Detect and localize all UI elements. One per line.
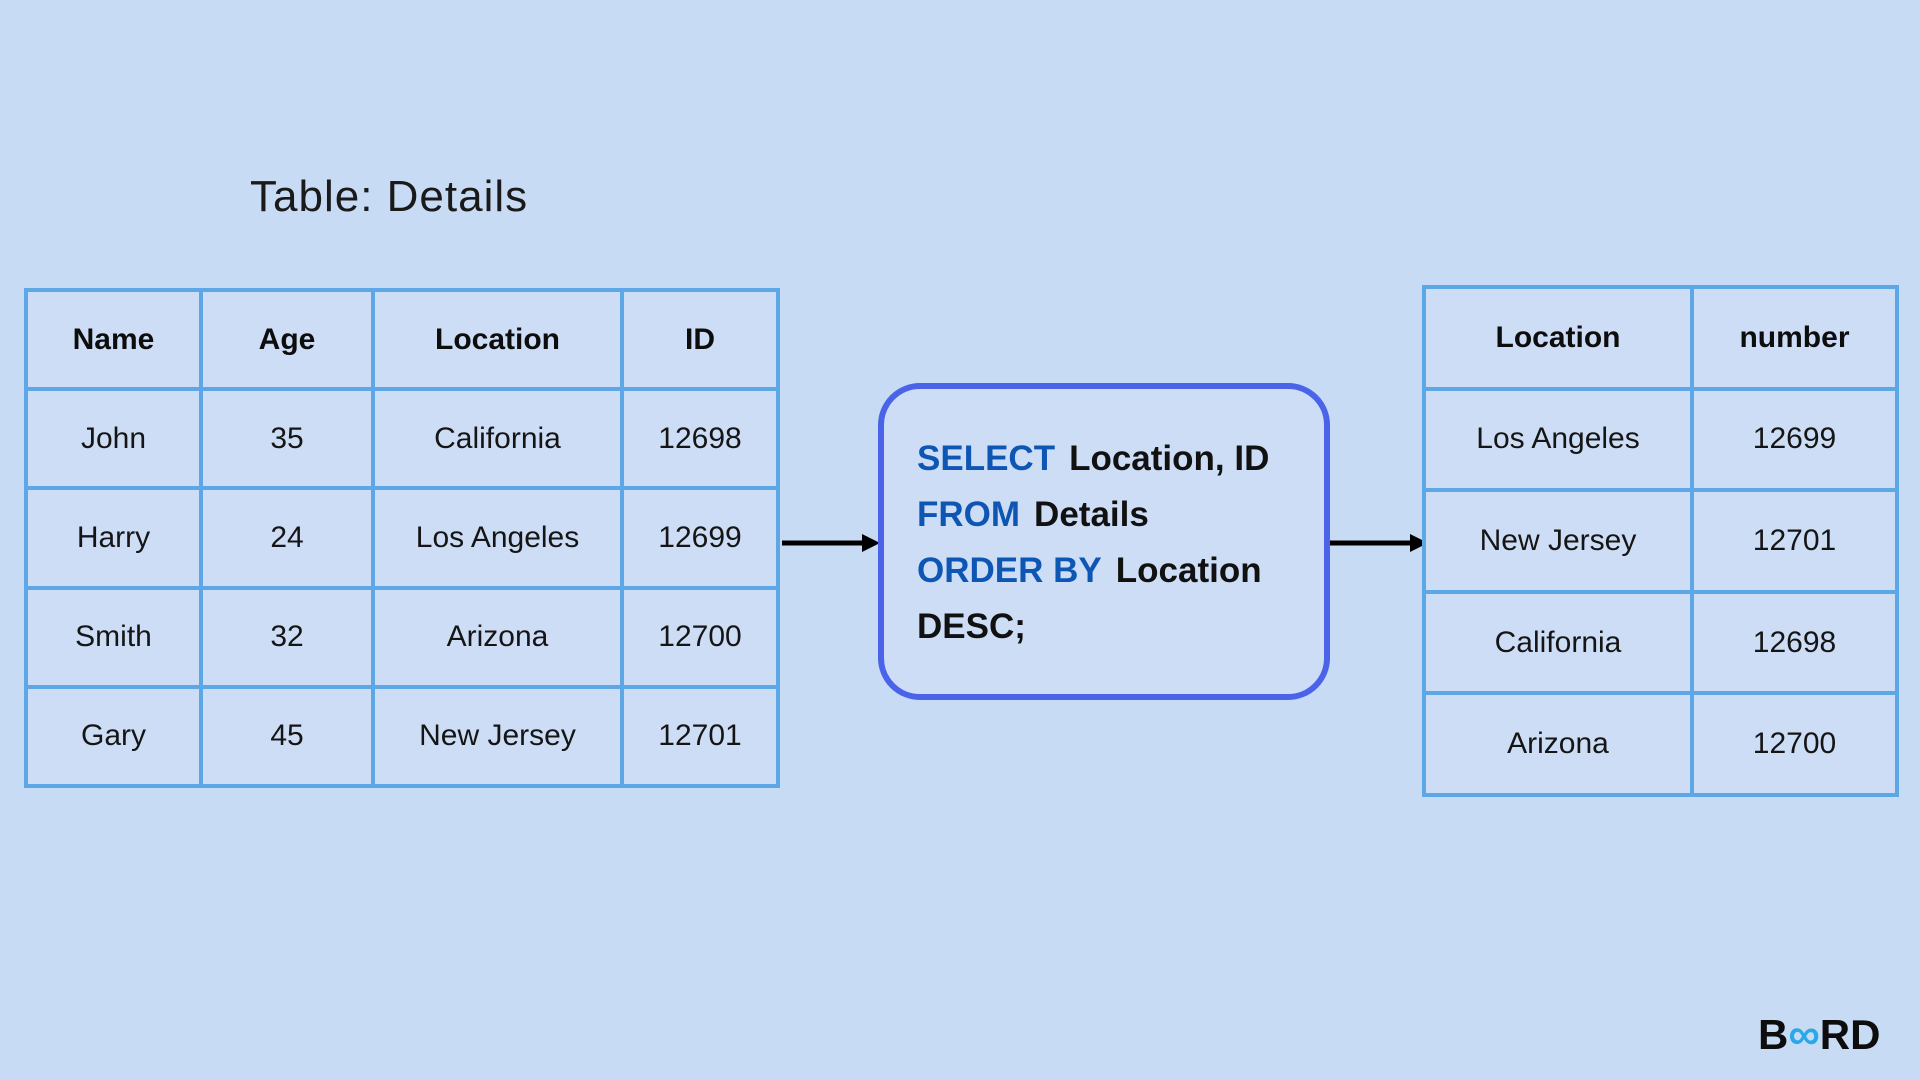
table-row: Gary 45 New Jersey 12701 — [24, 684, 780, 789]
cell-age: 32 — [199, 585, 375, 689]
cell-id: 12700 — [620, 585, 780, 689]
board-logo: B∞RD — [1758, 1010, 1880, 1060]
result-header-number: number — [1690, 285, 1899, 391]
cell-location: Arizona — [371, 585, 624, 689]
cell-name: John — [24, 387, 203, 491]
source-header-location: Location — [371, 287, 624, 392]
cell-location: New Jersey — [371, 684, 624, 789]
result-table: Location number Los Angeles 12699 New Je… — [1422, 285, 1899, 797]
cell-id: 12701 — [620, 684, 780, 789]
cell-name: Harry — [24, 486, 203, 590]
source-header-id: ID — [620, 287, 780, 392]
cell-age: 35 — [199, 387, 375, 491]
table-row: John 35 California 12698 — [24, 387, 780, 491]
source-table: Name Age Location ID John 35 California … — [24, 287, 780, 789]
sql-line: FROM Details — [917, 487, 1304, 543]
source-header-age: Age — [199, 287, 375, 392]
sql-line: DESC; — [917, 599, 1304, 655]
table-row: Arizona 12700 — [1422, 691, 1899, 797]
sql-keyword: ORDER BY — [917, 551, 1102, 590]
cell-number: 12701 — [1690, 488, 1899, 594]
sql-line: ORDER BY Location — [917, 543, 1304, 599]
cell-location: Los Angeles — [1422, 386, 1694, 493]
result-header-location: Location — [1422, 285, 1694, 391]
cell-location: New Jersey — [1422, 488, 1694, 594]
sql-text: Location — [1115, 551, 1262, 590]
table-row: California 12698 — [1422, 589, 1899, 696]
sql-text: Details — [1034, 495, 1149, 534]
source-table-header-row: Name Age Location ID — [24, 287, 780, 392]
cell-location: California — [371, 387, 624, 491]
cell-location: Arizona — [1422, 691, 1694, 797]
cell-location: California — [1422, 589, 1694, 696]
source-header-name: Name — [24, 287, 203, 392]
cell-age: 24 — [199, 486, 375, 590]
page-title: Table: Details — [250, 172, 529, 221]
sql-text: DESC; — [917, 607, 1026, 646]
cell-location: Los Angeles — [371, 486, 624, 590]
sql-text: Location, ID — [1069, 439, 1270, 478]
infinity-icon: ∞ — [1788, 1010, 1820, 1059]
logo-suffix: RD — [1819, 1011, 1881, 1058]
cell-age: 45 — [199, 684, 375, 789]
arrow-right-icon — [1330, 534, 1428, 552]
table-row: Los Angeles 12699 — [1422, 386, 1899, 493]
logo-prefix: B — [1758, 1011, 1789, 1058]
sql-line: SELECT Location, ID — [917, 431, 1304, 487]
cell-id: 12698 — [620, 387, 780, 491]
result-table-header-row: Location number — [1422, 285, 1899, 391]
arrow-right-icon — [782, 534, 880, 552]
sql-query-box: SELECT Location, ID FROM Details ORDER BY L… — [878, 383, 1330, 700]
table-row: New Jersey 12701 — [1422, 488, 1899, 594]
table-row: Smith 32 Arizona 12700 — [24, 585, 780, 689]
cell-id: 12699 — [620, 486, 780, 590]
cell-number: 12698 — [1690, 589, 1899, 696]
cell-name: Smith — [24, 585, 203, 689]
cell-name: Gary — [24, 684, 203, 789]
sql-keyword: FROM — [917, 495, 1021, 534]
cell-number: 12700 — [1690, 691, 1899, 797]
sql-keyword: SELECT — [917, 439, 1056, 478]
table-row: Harry 24 Los Angeles 12699 — [24, 486, 780, 590]
cell-number: 12699 — [1690, 386, 1899, 493]
